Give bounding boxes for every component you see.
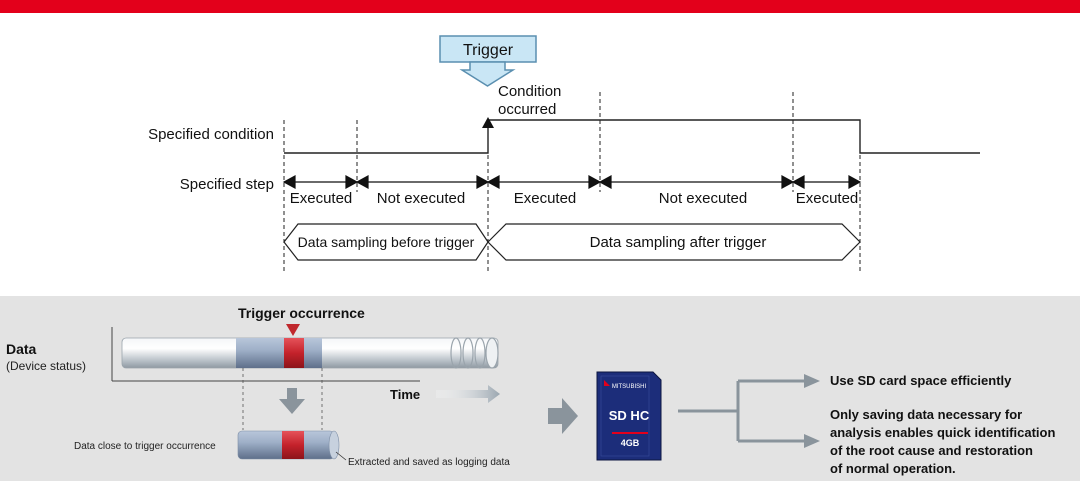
rising-edge-marker [482, 117, 494, 128]
benefit-arrow-1-icon [804, 374, 820, 388]
saved-caption-leader [335, 451, 347, 461]
benefit-1: Use SD card space efficiently [830, 373, 1012, 388]
trigger-marker-icon [286, 324, 300, 336]
data-pipe-illustration: Trigger occurrence Data (Device status) … [6, 305, 510, 468]
extract-down-arrow-icon [279, 388, 305, 414]
illustration-panel [0, 296, 1080, 481]
pipe-extracted-segment [236, 338, 322, 368]
extraction-guides [242, 368, 323, 430]
step-state-1: Executed [290, 190, 353, 207]
benefit-arrow-2-icon [804, 434, 820, 448]
benefit-2-line-4: of normal operation. [830, 461, 956, 476]
sd-capacity-label: 4GB [621, 438, 640, 448]
step-state-3: Executed [514, 190, 577, 207]
extracted-pipe-end [328, 430, 340, 460]
time-arrow-icon [436, 385, 500, 403]
step-arrows [282, 174, 862, 190]
data-sublabel: (Device status) [6, 359, 86, 373]
benefit-2-line-2: analysis enables quick identification [830, 425, 1055, 440]
extracted-caption: Data close to trigger occurrence [74, 441, 216, 452]
data-label: Data [6, 341, 37, 357]
benefit-2-line-1: Only saving data necessary for [830, 407, 1022, 422]
time-label: Time [390, 387, 420, 402]
trigger-label: Trigger [463, 42, 514, 59]
specified-step-label: Specified step [180, 176, 274, 193]
step-state-2: Not executed [377, 190, 465, 207]
condition-occurred-label-line2: occurred [498, 101, 556, 118]
extracted-trigger-segment [282, 431, 304, 459]
pipe-end-rings [450, 337, 499, 369]
saved-caption: Extracted and saved as logging data [348, 457, 510, 468]
step-state-4: Not executed [659, 190, 747, 207]
sampling-after-label: Data sampling after trigger [590, 234, 767, 251]
sd-card-icon: MITSUBISHI SD HC 4GB [596, 371, 662, 461]
benefit-2-line-3: of the root cause and restoration [830, 443, 1033, 458]
specified-condition-label: Specified condition [148, 126, 274, 143]
condition-waveform [284, 119, 980, 154]
sampling-before-label: Data sampling before trigger [298, 234, 475, 250]
sampling-after-shape [487, 223, 861, 261]
sd-type-label: SD HC [609, 408, 650, 423]
step-state-5: Executed [796, 190, 859, 207]
to-sd-card-arrow-icon [548, 398, 578, 434]
pipe-trigger-segment [284, 338, 304, 368]
guide-lines [283, 92, 861, 273]
sd-brand-label: MITSUBISHI [612, 384, 647, 390]
condition-occurred-label-line1: Condition [498, 83, 561, 100]
trigger-occurrence-label: Trigger occurrence [238, 305, 365, 321]
trigger-callout: Trigger [439, 35, 537, 87]
timing-diagram: Trigger Condition occurred Specified con… [148, 35, 980, 273]
top-banner [0, 0, 1080, 13]
benefit-branch-lines [678, 379, 808, 443]
